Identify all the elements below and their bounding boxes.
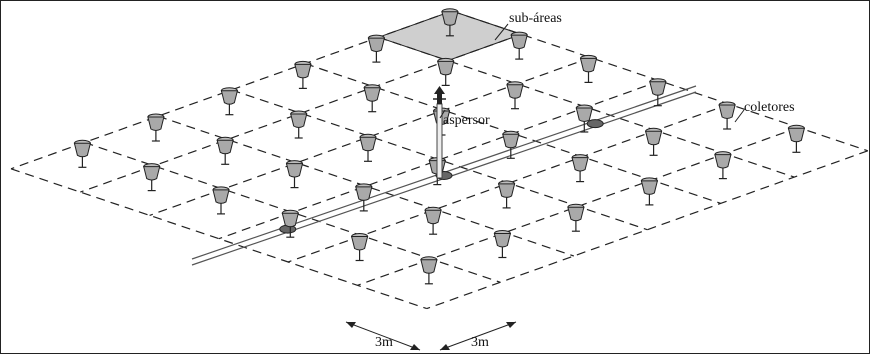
collector-cup: [216, 136, 234, 165]
collector-cup: [350, 233, 369, 262]
collector-cup: [644, 127, 663, 156]
collector-cup: [714, 151, 732, 180]
collector-cup: [787, 124, 806, 153]
collector-cup: [285, 160, 304, 189]
collector-cup: [575, 104, 593, 133]
collector-cup: [143, 163, 161, 192]
spacing-label-right: 3m: [471, 335, 489, 350]
collector-cup: [567, 203, 585, 232]
collector-cup: [367, 34, 386, 63]
collector-cup: [212, 186, 230, 215]
spacing-dimension-right: [439, 321, 517, 351]
collector-cup: [290, 110, 308, 139]
collector-cup: [718, 101, 736, 130]
grid-line: [426, 150, 869, 310]
collectors-label: coletores: [744, 100, 795, 115]
lateral-pipe: [191, 85, 697, 266]
grid-line: [10, 168, 427, 310]
sprinkler: [433, 86, 446, 179]
collector-cup: [73, 139, 92, 168]
collector-cup: [579, 54, 598, 84]
collectors-layer: [73, 8, 806, 285]
sprinkler-head: [434, 86, 445, 94]
collector-cup: [355, 183, 373, 212]
spacing-dimension-left: [345, 321, 421, 351]
collector-cup: [420, 256, 438, 285]
collector-cup: [363, 84, 381, 113]
collector-cup: [571, 154, 589, 183]
spacing-label-left: 3m: [375, 335, 393, 350]
collector-cup: [147, 113, 165, 142]
collector-cup: [493, 230, 512, 259]
collector-cup: [497, 180, 516, 209]
collector-cup: [649, 78, 667, 107]
pipe-joint: [586, 119, 604, 129]
collector-cup: [506, 81, 524, 110]
collector-cup: [359, 133, 377, 162]
sprinkler-label: aspersor: [443, 113, 490, 128]
collector-cup: [640, 177, 659, 206]
collector-cup: [437, 57, 455, 87]
collector-cup: [424, 206, 442, 235]
collector-cup: [502, 130, 520, 159]
sprinkler-leader: [439, 109, 446, 119]
collector-cup: [441, 8, 459, 37]
collector-cup: [281, 209, 299, 238]
collector-cup: [510, 31, 528, 60]
sub-areas-leader: [494, 23, 509, 41]
collector-cup: [294, 60, 312, 90]
sub-areas-label: sub-áreas: [509, 11, 562, 26]
collector-cup: [220, 87, 239, 116]
collectors-leader: [734, 109, 745, 123]
